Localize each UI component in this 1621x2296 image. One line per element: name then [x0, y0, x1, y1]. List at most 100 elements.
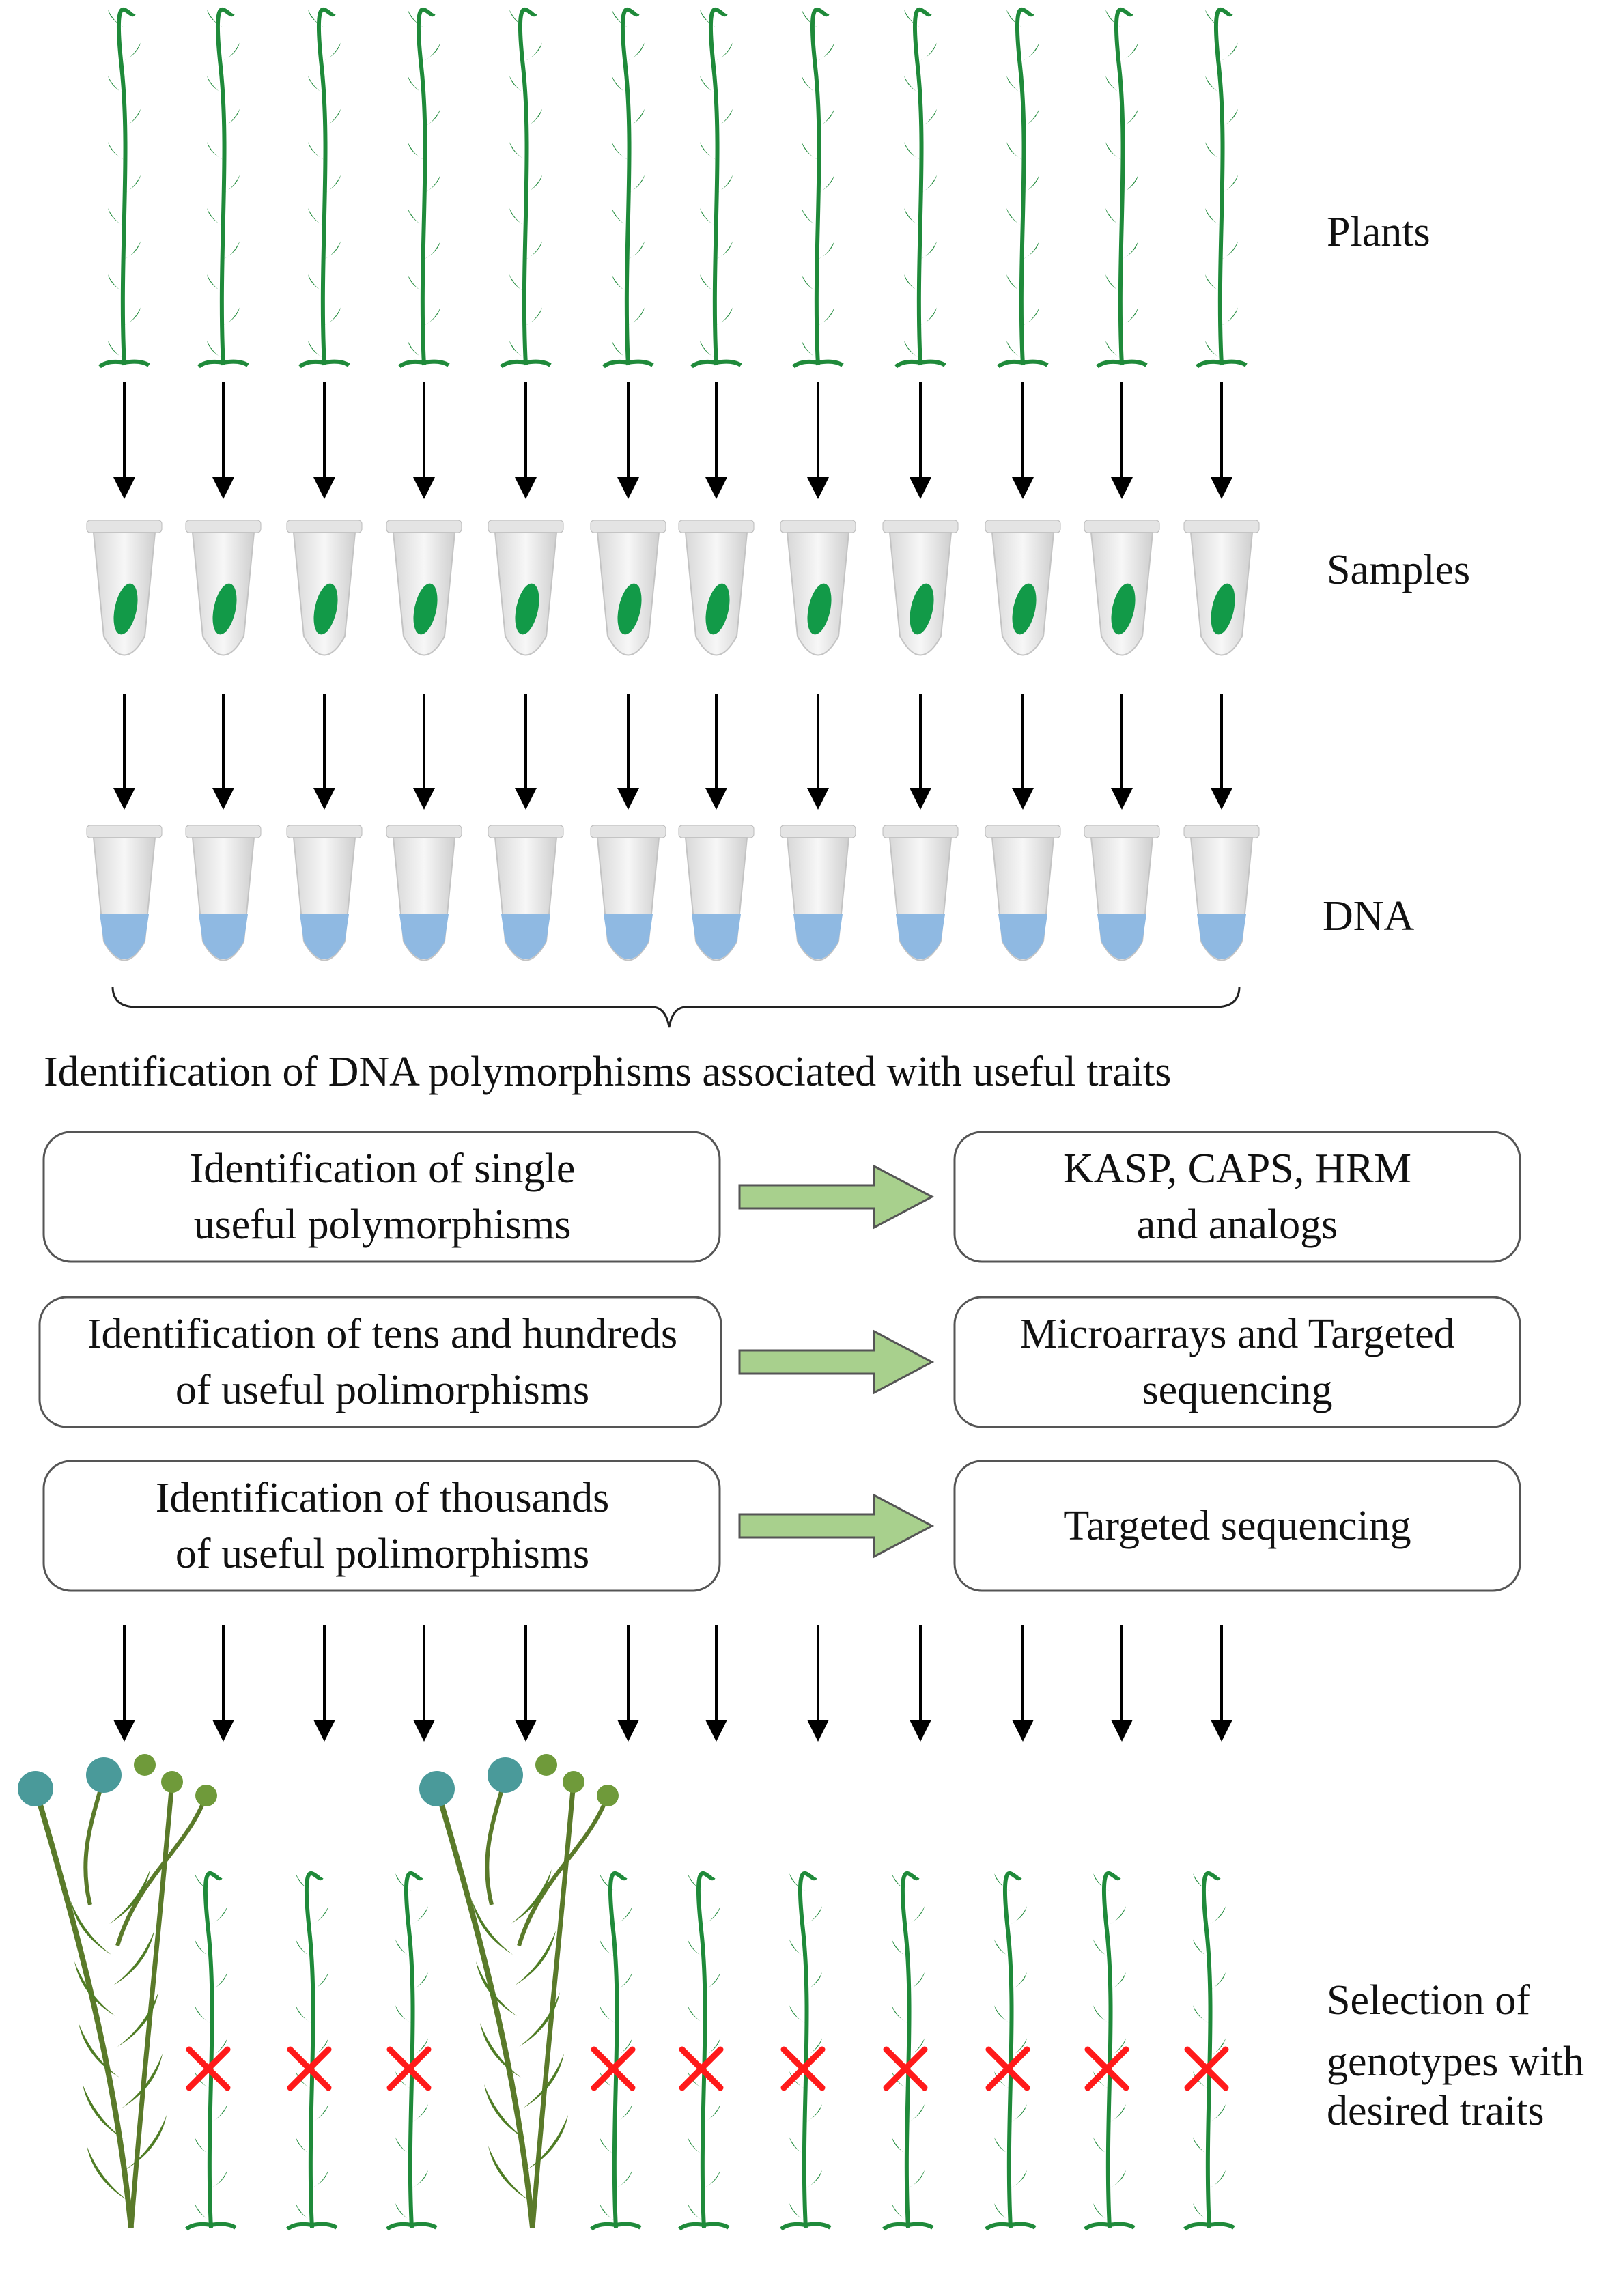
plant	[602, 7, 654, 369]
sample-tube	[590, 520, 666, 656]
polymorphism-scale-text: of useful polimorphisms	[175, 1531, 589, 1577]
process-arrow	[738, 1329, 935, 1395]
plants-row	[98, 7, 1248, 369]
arrows-samples-to-dna	[113, 694, 1232, 810]
sample-tube	[882, 520, 959, 656]
selection-label-line-3: desired traits	[1327, 2088, 1545, 2134]
selected-flowering-plant	[18, 1754, 217, 2228]
process-arrow	[738, 1164, 935, 1230]
sample-tube	[678, 520, 755, 656]
dna-tube	[286, 825, 363, 961]
rejected-plant	[1183, 1871, 1235, 2231]
reject-x-icon	[591, 2046, 636, 2091]
plants-label: Plants	[1327, 209, 1430, 255]
leaf-sample-icon	[910, 583, 934, 635]
plant	[197, 7, 249, 369]
rejected-plant	[678, 1871, 730, 2231]
polymorphism-scale-box	[38, 1296, 722, 1428]
rejected-plant	[985, 1871, 1037, 2231]
polymorphism-scale-text: Identification of single	[190, 1146, 576, 1192]
leaf-sample-icon	[807, 583, 832, 635]
dna-solution	[604, 914, 653, 959]
dna-tube	[1183, 825, 1260, 961]
selection-label-line-2: genotypes with	[1327, 2039, 1584, 2085]
polymorphism-scale-text: of useful polimorphisms	[175, 1367, 589, 1413]
method-text: sequencing	[1142, 1367, 1333, 1413]
polymorphism-scale-text: useful polymorphisms	[194, 1202, 572, 1248]
dna-solution	[1197, 914, 1246, 959]
arrows-plants-to-samples	[113, 382, 1232, 499]
dna-solution	[793, 914, 843, 959]
leaf-sample-icon	[1111, 583, 1136, 635]
sample-tube	[1084, 520, 1160, 656]
leaf-sample-icon	[515, 583, 539, 635]
plant	[792, 7, 844, 369]
leaf-sample-icon	[705, 583, 730, 635]
reject-x-icon	[985, 2046, 1030, 2091]
method-row: Identification of tens and hundreds of us…	[38, 1296, 1521, 1428]
leaf-sample-icon	[1012, 583, 1037, 635]
sample-tube	[286, 520, 363, 656]
polymorphism-scale-box	[42, 1460, 721, 1592]
reject-x-icon	[679, 2046, 724, 2091]
dna-solution	[501, 914, 550, 959]
rejected-plant	[590, 1871, 642, 2231]
sample-tube	[386, 520, 462, 656]
reject-x-icon	[883, 2046, 928, 2091]
polymorphism-scale-text: Identification of thousands	[156, 1475, 610, 1521]
sample-tube	[1183, 520, 1260, 656]
plant	[500, 7, 552, 369]
plant	[894, 7, 946, 369]
dna-solution	[896, 914, 945, 959]
leaf-sample-icon	[313, 583, 338, 635]
method-text: Targeted sequencing	[1063, 1503, 1411, 1549]
samples-label: Samples	[1327, 547, 1470, 593]
method-text: and analogs	[1137, 1202, 1338, 1248]
dna-solution	[1097, 914, 1146, 959]
method-rows: Identification of single useful polymorph…	[38, 1131, 1521, 1592]
sample-tube	[185, 520, 262, 656]
reject-x-icon	[186, 2046, 231, 2091]
plant	[98, 7, 150, 369]
method-text: KASP, CAPS, HRM	[1063, 1146, 1411, 1192]
dna-solution	[998, 914, 1047, 959]
leaf-sample-icon	[413, 583, 438, 635]
polymorphism-scale-text: Identification of tens and hundreds	[87, 1311, 677, 1357]
dna-tube	[780, 825, 856, 961]
method-text: Microarrays and Targeted	[1019, 1311, 1454, 1357]
plant	[298, 7, 350, 369]
rejected-plant	[780, 1871, 832, 2231]
plant	[398, 7, 450, 369]
dna-tube	[985, 825, 1061, 961]
rejected-plant	[286, 1871, 338, 2231]
dna-tube	[590, 825, 666, 961]
process-arrow	[738, 1493, 935, 1559]
samples-row	[86, 520, 1260, 656]
selected-flowering-plant	[419, 1754, 619, 2228]
dna-row	[86, 825, 1260, 961]
leaf-sample-icon	[212, 583, 237, 635]
selection-label-line-1: Selection of	[1327, 1977, 1530, 2024]
dna-tube	[86, 825, 163, 961]
sample-tube	[985, 520, 1061, 656]
reject-x-icon	[1184, 2046, 1229, 2091]
identification-heading: Identification of DNA polymorphisms asso…	[44, 1049, 1171, 1095]
arrows-to-selection	[113, 1625, 1232, 1742]
grouping-brace	[111, 986, 1241, 1028]
plant	[1196, 7, 1248, 369]
plant	[997, 7, 1049, 369]
method-box	[953, 1131, 1521, 1263]
reject-x-icon	[780, 2046, 826, 2091]
dna-tube	[488, 825, 564, 961]
method-row: Identification of thousands of useful pol…	[42, 1460, 1521, 1592]
polymorphism-scale-box	[42, 1131, 721, 1263]
leaf-sample-icon	[617, 583, 642, 635]
dna-solution	[100, 914, 149, 959]
dna-label: DNA	[1323, 893, 1415, 939]
method-box	[953, 1460, 1521, 1592]
dna-solution	[199, 914, 248, 959]
dna-tube	[386, 825, 462, 961]
sample-tube	[780, 520, 856, 656]
plant	[1096, 7, 1148, 369]
